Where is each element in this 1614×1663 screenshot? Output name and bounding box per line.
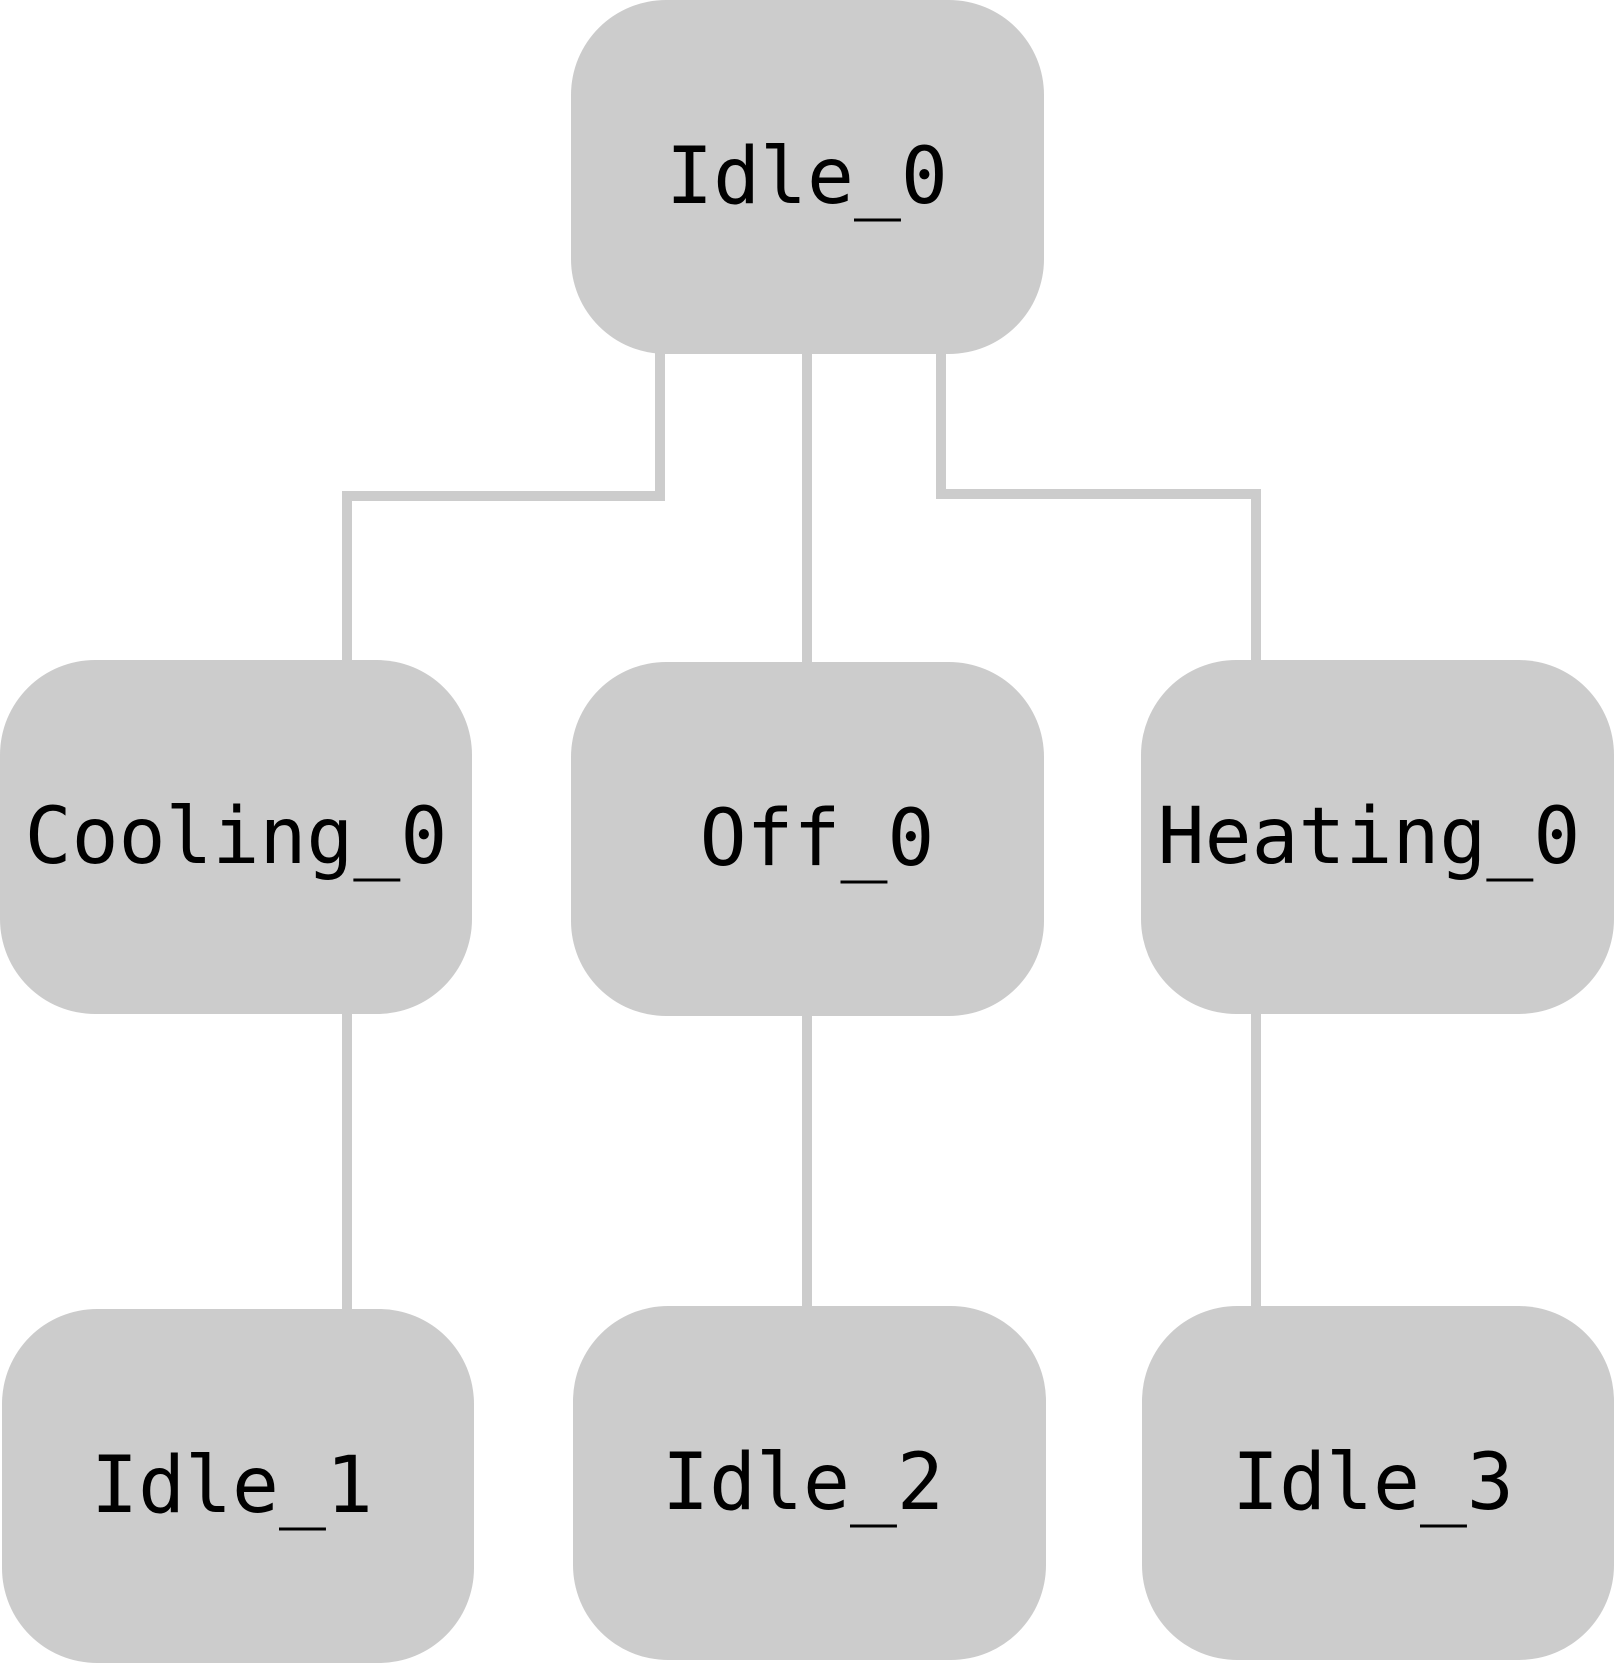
node-box <box>2 1309 474 1663</box>
node-idle-3[interactable]: Idle_3 <box>1142 1306 1614 1660</box>
node-label: Idle_0 <box>666 132 948 222</box>
node-idle-2[interactable]: Idle_2 <box>573 1306 1046 1660</box>
node-idle-0[interactable]: Idle_0 <box>571 0 1044 354</box>
node-label: Idle_2 <box>662 1438 944 1528</box>
node-box <box>573 1306 1046 1660</box>
node-label: Idle_3 <box>1232 1438 1514 1528</box>
node-label: Cooling_0 <box>25 792 448 882</box>
node-idle-1[interactable]: Idle_1 <box>2 1309 474 1663</box>
node-label: Idle_1 <box>91 1441 373 1531</box>
node-box <box>1142 1306 1614 1660</box>
node-box <box>571 0 1044 354</box>
node-off-0[interactable]: Off_0 <box>571 662 1044 1016</box>
node-label: Off_0 <box>700 794 935 884</box>
node-label: Heating_0 <box>1158 792 1581 882</box>
edge-idle-0-to-cooling-0 <box>342 352 665 660</box>
edge-idle-0-to-heating-0 <box>936 352 1261 660</box>
connectors <box>342 352 1261 1310</box>
node-cooling-0[interactable]: Cooling_0 <box>0 660 472 1014</box>
node-box <box>571 662 1044 1016</box>
node-box <box>1141 660 1614 1014</box>
node-box <box>0 660 472 1014</box>
node-heating-0[interactable]: Heating_0 <box>1141 660 1614 1014</box>
